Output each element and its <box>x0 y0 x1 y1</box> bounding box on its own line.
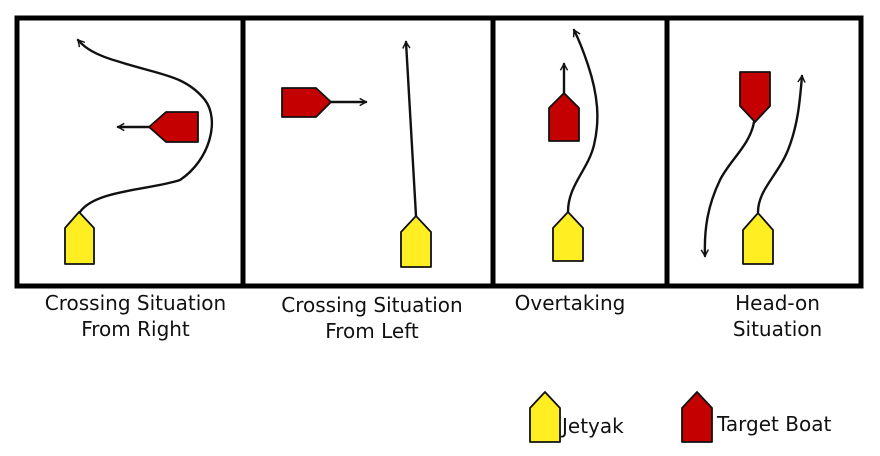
legend-jetyak-icon <box>529 391 561 443</box>
caption-crossing-right: Crossing Situation From Right <box>44 291 227 341</box>
jetyak-path-crossing-left <box>402 40 418 218</box>
panel-frames <box>14 15 864 289</box>
caption-overtaking: Overtaking <box>514 291 626 315</box>
jetyak-boat-crossing-right <box>64 211 95 265</box>
caption-head-on: Head-on Situation <box>732 291 823 341</box>
legend-jetyak-label: Jetyak <box>562 414 624 438</box>
jetyak-path-head-on <box>756 74 806 214</box>
panel-frame-head-on <box>664 15 864 289</box>
target-boat-crossing-right <box>148 111 199 143</box>
target-boat-crossing-left <box>281 87 332 118</box>
jetyak-path-crossing-right <box>76 38 213 214</box>
jetyak-boat-overtaking <box>552 211 584 262</box>
panel-frame-crossing-left <box>240 15 496 289</box>
panel-frame-crossing-right <box>14 15 246 289</box>
caption-crossing-left: Crossing Situation From Left <box>281 293 463 343</box>
target-path-head-on <box>700 120 756 258</box>
target-boat-head-on <box>739 71 771 123</box>
jetyak-path-overtaking <box>566 28 599 214</box>
legend-target-label: Target Boat <box>717 412 832 436</box>
target-boat-overtaking <box>548 92 580 142</box>
legend-target-icon <box>681 391 713 443</box>
jetyak-boat-crossing-left <box>400 215 432 268</box>
jetyak-boat-head-on <box>742 212 774 265</box>
